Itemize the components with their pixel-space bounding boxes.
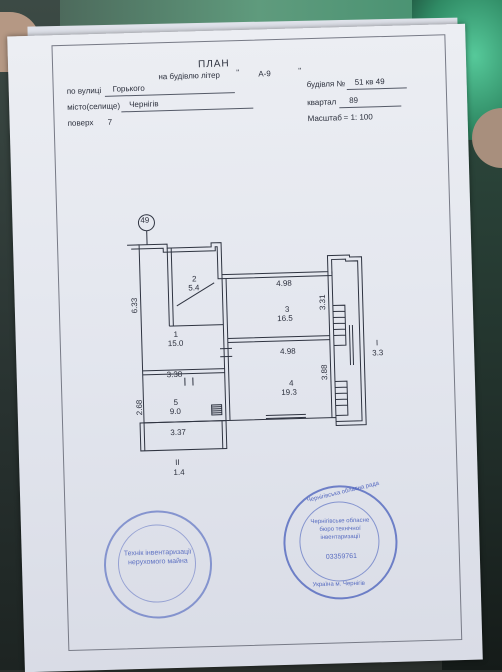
room-1-num: 1 [173, 330, 178, 339]
quarter-label: квартал [307, 97, 336, 107]
dim-room5-bottom: 3.37 [170, 428, 186, 437]
room-2-area: 5.4 [188, 283, 199, 292]
room-4-area: 19.3 [281, 388, 297, 397]
right-stamp-code: 03359761 [326, 553, 357, 561]
room-2-num: 2 [192, 274, 197, 283]
room-II-num: II [175, 458, 180, 467]
room-II-area: 1.4 [173, 468, 184, 477]
floor-plan-drawing [120, 204, 398, 491]
street-value: Горького [113, 84, 145, 94]
document-title: ПЛАН [198, 58, 230, 70]
quarter-value: 89 [349, 96, 358, 105]
floor-label: поверх [68, 118, 94, 128]
dim-room3-right: 3.31 [318, 294, 327, 310]
scale-value: = 1: 100 [343, 112, 372, 122]
room-I-num: I [376, 338, 378, 347]
dim-room1-left: 6.33 [130, 298, 139, 314]
room-5-area: 9.0 [170, 407, 181, 416]
floor-value: 7 [108, 118, 113, 127]
room-I-area: 3.3 [372, 348, 383, 357]
subtitle: на будівлю літер [158, 71, 220, 82]
dim-room3-top: 4.98 [276, 279, 292, 288]
building-label: будівля № [307, 79, 346, 89]
city-value: Чернігів [129, 99, 159, 109]
room-3-area: 16.5 [277, 314, 293, 323]
scale-label: Масштаб [307, 113, 341, 123]
building-value: 51 кв 49 [354, 77, 384, 87]
room-3-num: 3 [285, 305, 290, 314]
dim-room4-right: 3.88 [320, 364, 329, 380]
room-1-area: 15.0 [168, 339, 184, 348]
right-stamp-center: Чернігівське обласне бюро технічної інве… [305, 516, 376, 542]
floor-plan-document: ПЛАН на будівлю літер " А-9 " по вулиці … [7, 24, 483, 672]
room-5-num: 5 [173, 398, 178, 407]
letter-value: А-9 [258, 69, 271, 78]
left-stamp-text: Технік інвентаризації нерухомого майна [120, 547, 196, 567]
apartment-number: 49 [140, 216, 149, 225]
room-4-num: 4 [289, 379, 294, 388]
city-label: місто(селище) [67, 101, 120, 111]
right-stamp-bottom: Україна м. Чернігів [313, 581, 365, 588]
dim-room5-left: 2.68 [135, 400, 144, 416]
dim-room5-top: 3.38 [167, 370, 183, 379]
dim-room4-top: 4.98 [280, 347, 296, 356]
street-label: по вулиці [67, 86, 102, 96]
